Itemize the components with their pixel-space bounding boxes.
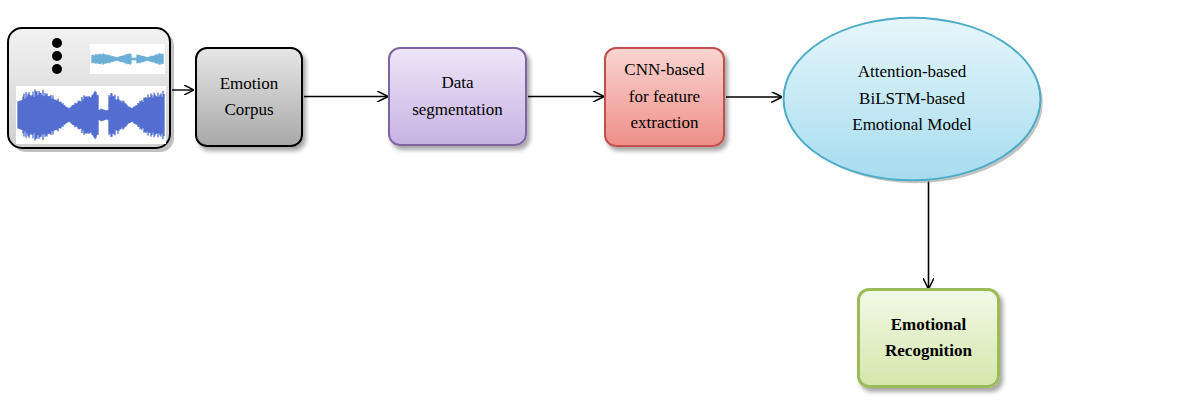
node-label: Data segmentation (400, 70, 515, 123)
corpus-box: Emotion Corpus (195, 47, 303, 147)
big-wave-ground (16, 86, 166, 144)
result-box: Emotional Recognition (857, 288, 1000, 388)
flow-arrow (726, 96, 781, 98)
flow-arrow (928, 181, 930, 288)
small-wave-ground (90, 44, 165, 74)
model-ellipse: Attention-based BiLSTM-based Emotional M… (782, 16, 1042, 182)
process-box: CNN-based for feature extraction (604, 47, 725, 147)
node-label: Emotion Corpus (207, 71, 291, 124)
audio-icon-box (8, 28, 170, 148)
node-label: Attention-based BiLSTM-based Emotional M… (826, 59, 998, 138)
ellipse-body (784, 18, 1041, 181)
small-waveform (92, 53, 163, 65)
node-label: CNN-based for feature extraction (616, 57, 713, 136)
big-waveform (18, 89, 164, 140)
dot (52, 51, 62, 61)
arrow-line (172, 89, 193, 90)
dot (52, 64, 62, 74)
process-box: Data segmentation (388, 47, 527, 146)
node-label: Emotional Recognition (870, 312, 987, 365)
dot (52, 38, 62, 48)
flow-arrow (528, 96, 603, 98)
flow-arrow (304, 96, 387, 98)
